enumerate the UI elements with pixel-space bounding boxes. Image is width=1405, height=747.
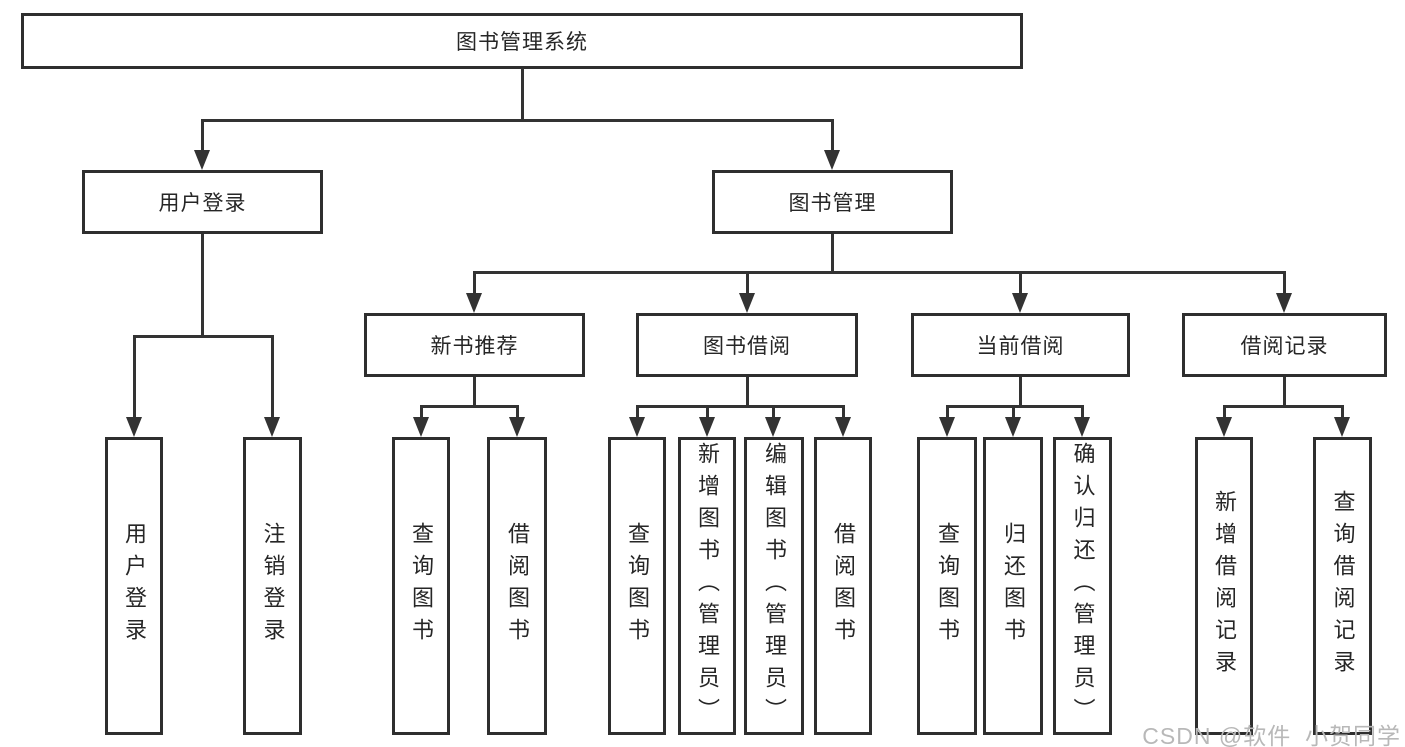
arrow-down-icon — [466, 293, 482, 313]
connector-line — [636, 405, 639, 421]
node-user-login-branch: 用户登录 — [82, 170, 323, 234]
connector-line — [772, 405, 775, 421]
arrow-down-icon — [835, 417, 851, 437]
node-book-borrowing: 图书借阅 — [636, 313, 858, 377]
connector-line — [1283, 271, 1286, 297]
arrow-down-icon — [765, 417, 781, 437]
arrow-down-icon — [1012, 293, 1028, 313]
connector-line — [831, 234, 834, 274]
leaf-add-borrow-record: 新增借阅记录 — [1195, 437, 1253, 735]
connector-line — [420, 405, 519, 408]
connector-line — [420, 405, 423, 421]
connector-line — [842, 405, 845, 421]
arrow-down-icon — [629, 417, 645, 437]
csdn-watermark: CSDN @软件_小贺同学 — [1142, 723, 1401, 747]
connector-line — [1341, 405, 1344, 421]
connector-line — [473, 271, 476, 297]
connector-line — [201, 119, 834, 122]
leaf-borrow-books-1: 借阅图书 — [487, 437, 547, 735]
leaf-add-books-admin: 新增图书（管理员） — [678, 437, 736, 735]
connector-line — [1012, 405, 1015, 421]
connector-line — [473, 271, 1285, 274]
arrow-down-icon — [509, 417, 525, 437]
connector-line — [1081, 405, 1084, 421]
leaf-query-books-1: 查询图书 — [392, 437, 450, 735]
leaf-query-borrow-record: 查询借阅记录 — [1313, 437, 1372, 735]
connector-line — [201, 119, 204, 157]
connector-line — [201, 234, 204, 338]
leaf-confirm-return-admin: 确认归还（管理员） — [1053, 437, 1112, 735]
arrow-down-icon — [126, 417, 142, 437]
arrow-down-icon — [939, 417, 955, 437]
connector-line — [521, 68, 524, 122]
connector-line — [516, 405, 519, 421]
arrow-down-icon — [413, 417, 429, 437]
connector-line — [271, 335, 274, 421]
connector-line — [1019, 377, 1022, 408]
arrow-down-icon — [1074, 417, 1090, 437]
arrow-down-icon — [1005, 417, 1021, 437]
arrow-down-icon — [824, 150, 840, 170]
leaf-borrow-books-2: 借阅图书 — [814, 437, 872, 735]
connector-line — [1223, 405, 1343, 408]
leaf-query-books-2: 查询图书 — [608, 437, 666, 735]
node-new-book-recommend: 新书推荐 — [364, 313, 585, 377]
arrow-down-icon — [264, 417, 280, 437]
arrow-down-icon — [194, 150, 210, 170]
leaf-return-books: 归还图书 — [983, 437, 1043, 735]
connector-line — [1019, 271, 1022, 297]
connector-line — [1283, 377, 1286, 408]
arrow-down-icon — [1334, 417, 1350, 437]
connector-line — [746, 271, 749, 297]
leaf-user-login: 用户登录 — [105, 437, 163, 735]
connector-line — [946, 405, 949, 421]
arrow-down-icon — [699, 417, 715, 437]
connector-line — [473, 377, 476, 408]
leaf-query-books-3: 查询图书 — [917, 437, 977, 735]
arrow-down-icon — [1216, 417, 1232, 437]
node-root: 图书管理系统 — [21, 13, 1023, 69]
node-borrow-records: 借阅记录 — [1182, 313, 1387, 377]
leaf-logout: 注销登录 — [243, 437, 302, 735]
node-book-management-branch: 图书管理 — [712, 170, 953, 234]
connector-line — [831, 119, 834, 157]
leaf-edit-books-admin: 编辑图书（管理员） — [744, 437, 804, 735]
connector-line — [636, 405, 845, 408]
arrow-down-icon — [739, 293, 755, 313]
connector-line — [133, 335, 136, 421]
arrow-down-icon — [1276, 293, 1292, 313]
connector-line — [746, 377, 749, 408]
connector-line — [133, 335, 274, 338]
node-current-borrowing: 当前借阅 — [911, 313, 1130, 377]
connector-line — [706, 405, 709, 421]
connector-line — [1223, 405, 1226, 421]
